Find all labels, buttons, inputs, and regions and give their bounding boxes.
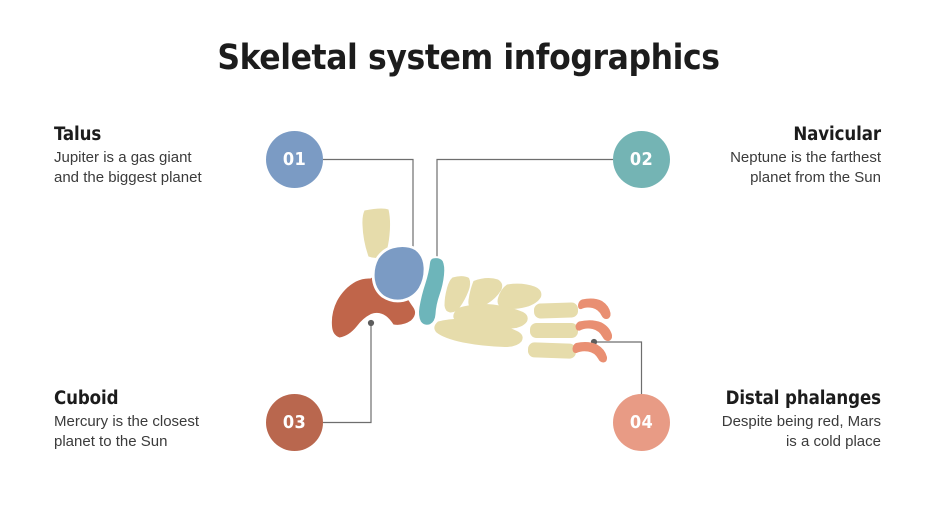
page-title: Skeletal system infographics	[217, 38, 720, 78]
info-block-description: Neptune is the farthest planet from the …	[641, 148, 881, 188]
info-block-description-line1: Mercury is the closest	[54, 413, 200, 431]
bone-metatarsal-lower	[434, 318, 523, 347]
bone-cuboid	[468, 278, 503, 309]
number-badge-label: 04	[629, 412, 654, 433]
info-block-distal-phalanges: Distal phalanges Despite being red, Mars…	[641, 388, 881, 452]
bone-talus	[371, 244, 427, 303]
info-block-description: Jupiter is a gas giant and the biggest p…	[54, 148, 294, 188]
info-block-description-line1: Neptune is the farthest	[730, 149, 881, 167]
info-block-description-line2: and the biggest planet	[54, 169, 202, 187]
bone-navicular	[417, 256, 447, 327]
number-badge-04[interactable]: 04	[613, 394, 670, 451]
info-block-description: Despite being red, Mars is a cold place	[641, 412, 881, 452]
info-block-talus: Talus Jupiter is a gas giant and the big…	[54, 124, 294, 188]
info-block-description-line2: planet to the Sun	[54, 433, 168, 451]
info-block-cuboid: Cuboid Mercury is the closest planet to …	[54, 388, 294, 452]
info-block-title: Cuboid	[54, 388, 119, 409]
bone-proximal-phalanx-middle	[530, 323, 578, 338]
bone-distal-phalanx-middle	[575, 320, 613, 342]
number-badge-label: 02	[629, 149, 654, 170]
bone-distal-phalanx-top	[578, 298, 611, 320]
info-block-title: Navicular	[793, 124, 881, 145]
bone-distal-phalanx-bottom	[572, 342, 608, 363]
info-block-description-line2: planet from the Sun	[750, 169, 881, 187]
bone-proximal-phalanx-top	[533, 302, 579, 319]
info-block-title: Talus	[54, 124, 102, 145]
bone-proximal-phalanx-bottom	[527, 342, 577, 359]
info-block-description-line1: Despite being red, Mars	[721, 413, 881, 431]
info-block-description: Mercury is the closest planet to the Sun	[54, 412, 294, 452]
foot-skeleton-illustration	[331, 208, 613, 363]
info-block-description-line1: Jupiter is a gas giant	[54, 149, 192, 167]
info-block-navicular: Navicular Neptune is the farthest planet…	[641, 124, 881, 188]
bone-metatarsal-upper	[497, 283, 542, 310]
number-badge-label: 01	[282, 149, 307, 170]
info-block-description-line2: is a cold place	[785, 433, 881, 451]
number-badge-label: 03	[282, 412, 307, 433]
bone-cuneiform-upper	[444, 276, 471, 313]
bone-tibia	[362, 208, 391, 258]
number-badge-01[interactable]: 01	[266, 131, 323, 188]
number-badge-03[interactable]: 03	[266, 394, 323, 451]
number-badge-02[interactable]: 02	[613, 131, 670, 188]
info-block-title: Distal phalanges	[725, 388, 882, 409]
